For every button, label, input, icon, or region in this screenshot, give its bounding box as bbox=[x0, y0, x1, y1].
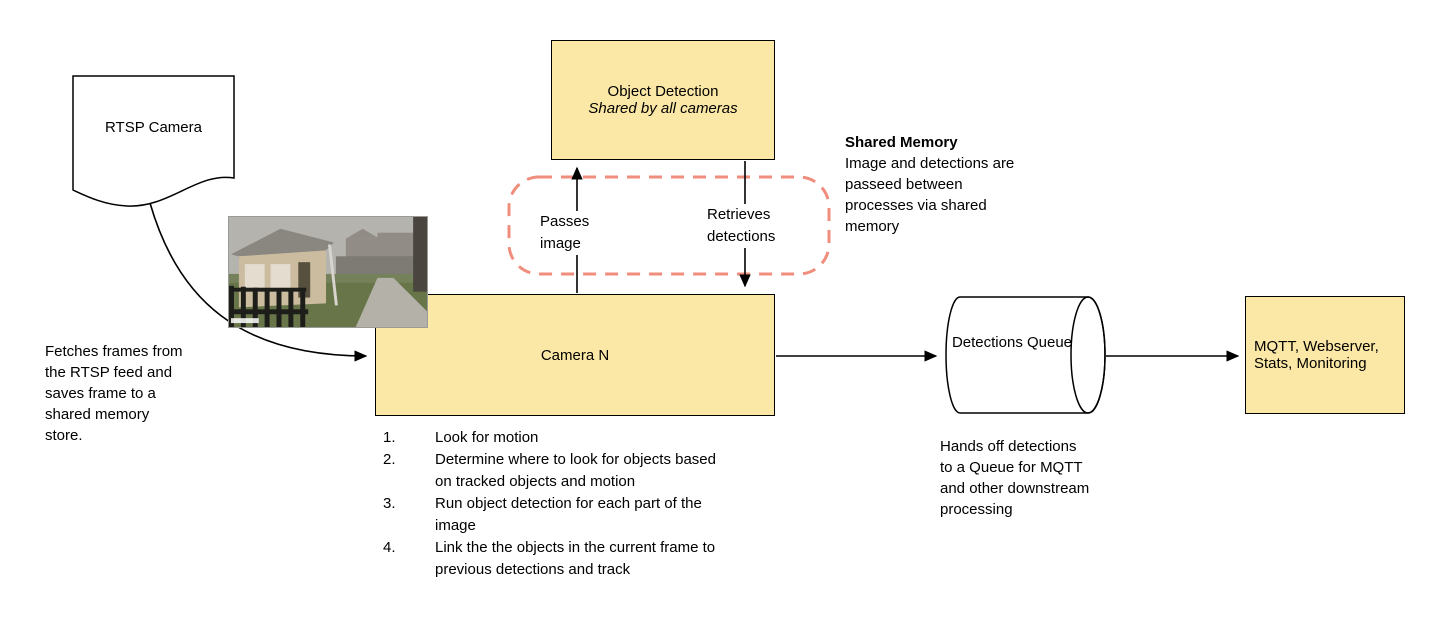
shared-memory-note-title: Shared Memory bbox=[845, 134, 958, 151]
sidewalk bbox=[355, 277, 427, 327]
object-detection-subtitle: Shared by all cameras bbox=[588, 100, 738, 117]
camera-n-node: Camera N bbox=[375, 294, 775, 416]
step-number: 1. bbox=[383, 429, 396, 446]
outputs-node: MQTT, Webserver, Stats, Monitoring bbox=[1245, 296, 1405, 414]
shared-memory-note-body: Image and detections are passeed between… bbox=[845, 155, 1015, 235]
list-item: 2. Determine where to look for objects b… bbox=[383, 449, 763, 493]
list-item: 4. Link the the objects in the current f… bbox=[383, 537, 763, 581]
step-number: 4. bbox=[383, 539, 396, 556]
detections-queue-cylinder bbox=[945, 296, 1106, 414]
camera-n-label: Camera N bbox=[540, 346, 610, 364]
step-text: Run object detection for each part of th… bbox=[435, 495, 702, 534]
detections-queue-label: Detections Queue bbox=[951, 334, 1073, 351]
porch-post bbox=[413, 217, 427, 292]
retrieves-detections-label: Retrieves detections bbox=[705, 204, 789, 248]
passes-image-label: Passes image bbox=[538, 211, 602, 255]
step-number: 3. bbox=[383, 495, 396, 512]
list-item: 3. Run object detection for each part of… bbox=[383, 493, 763, 537]
camera-steps-list: 1. Look for motion 2. Determine where to… bbox=[383, 427, 763, 581]
queue-handoff-note: Hands off detections to a Queue for MQTT… bbox=[940, 438, 1090, 518]
shared-memory-note: Shared Memory Image and detections are p… bbox=[845, 132, 1023, 237]
document-shape bbox=[72, 75, 235, 207]
step-number: 2. bbox=[383, 451, 396, 468]
timestamp-overlay bbox=[230, 318, 259, 324]
outputs-label: MQTT, Webserver, Stats, Monitoring bbox=[1254, 338, 1379, 372]
snapshot-illustration bbox=[229, 217, 427, 327]
step-text: Determine where to look for objects base… bbox=[435, 451, 716, 490]
step-text: Look for motion bbox=[435, 429, 539, 446]
step-text: Link the the objects in the current fram… bbox=[435, 539, 716, 578]
fetch-frames-note: Fetches frames from the RTSP feed and sa… bbox=[45, 343, 183, 444]
rtsp-camera-node: RTSP Camera bbox=[72, 75, 235, 215]
rtsp-camera-label: RTSP Camera bbox=[105, 119, 202, 136]
object-detection-node: Object Detection Shared by all cameras bbox=[551, 40, 775, 160]
list-item: 1. Look for motion bbox=[383, 427, 763, 449]
object-detection-title: Object Detection bbox=[607, 83, 719, 100]
camera-snapshot-image bbox=[228, 216, 428, 328]
